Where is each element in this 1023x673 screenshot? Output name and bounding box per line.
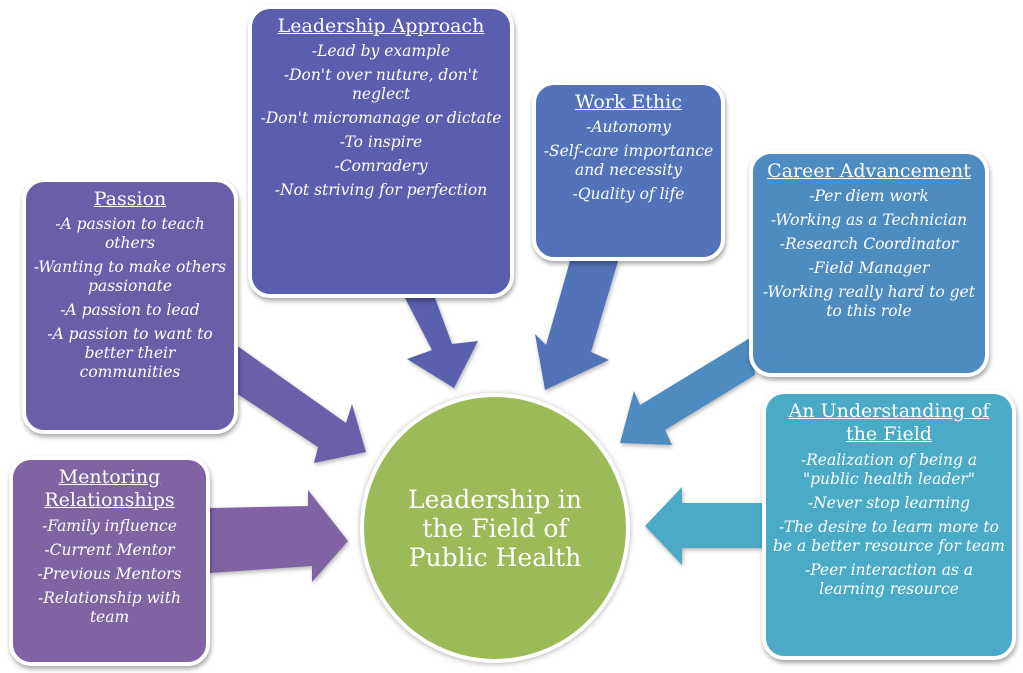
box-item: -Never stop learning [807,494,971,512]
box-title: Passion [93,188,167,210]
box-item: -The desire to learn more to be a better… [772,518,1006,555]
box-item: -To inspire [339,133,423,151]
box-item: -Comradery [334,157,428,175]
box-title: An Understanding of the Field [788,400,990,445]
box-item: -Peer interaction as a learning resource [804,561,974,598]
understanding-the-field-box: An Understanding of the Field -Realizati… [762,390,1016,660]
box-item: -Relationship with team [38,589,181,626]
mentoring-relationships-box: Mentoring Relationships -Family influenc… [9,456,210,666]
box-title: Work Ethic [575,91,682,113]
box-item: -Current Mentor [44,541,175,559]
box-item: -A passion to lead [60,301,200,319]
leadership-approach-box: Leadership Approach -Lead by example -Do… [248,5,514,298]
box-item: -Working really hard to get to this role [763,283,975,320]
box-item: -Don't micromanage or dictate [260,109,502,127]
work-ethic-box: Work Ethic -Autonomy -Self-care importan… [532,81,725,261]
arrow-understanding [645,487,762,565]
arrow-passion [236,345,366,463]
box-item: -Per diem work [809,187,929,205]
box-item: -A passion to teach others [55,215,205,252]
box-item: -Realization of being a "public health l… [800,451,978,488]
box-item: -A passion to want to better their commu… [47,325,213,381]
arrow-work-ethic [535,261,618,390]
career-advancement-box: Career Advancement -Per diem work -Worki… [749,150,989,377]
center-circle: Leadership in the Field of Public Health [360,393,630,663]
box-title: Leadership Approach [277,15,485,37]
arrow-mentoring [210,490,348,582]
box-item: -Previous Mentors [37,565,182,583]
box-item: -Family influence [42,517,177,535]
box-item: -Not striving for perfection [274,181,488,199]
box-item: -Self-care importance and necessity [543,142,714,179]
arrow-career [620,338,755,445]
box-title: Mentoring Relationships [44,466,175,511]
box-item: -Wanting to make others passionate [33,258,227,295]
box-item: -Lead by example [311,42,451,60]
box-item: -Field Manager [808,259,930,277]
passion-box: Passion -A passion to teach others -Want… [22,178,238,434]
box-item: -Autonomy [586,118,671,136]
box-item: -Working as a Technician [770,211,968,229]
box-item: -Research Coordinator [779,235,959,253]
arrow-leadership-approach [405,298,478,388]
box-item: -Quality of life [572,185,685,203]
box-item: -Don't over nuture, don't neglect [283,66,479,103]
box-title: Career Advancement [767,160,971,182]
center-label: Leadership in the Field of Public Health [407,484,583,572]
